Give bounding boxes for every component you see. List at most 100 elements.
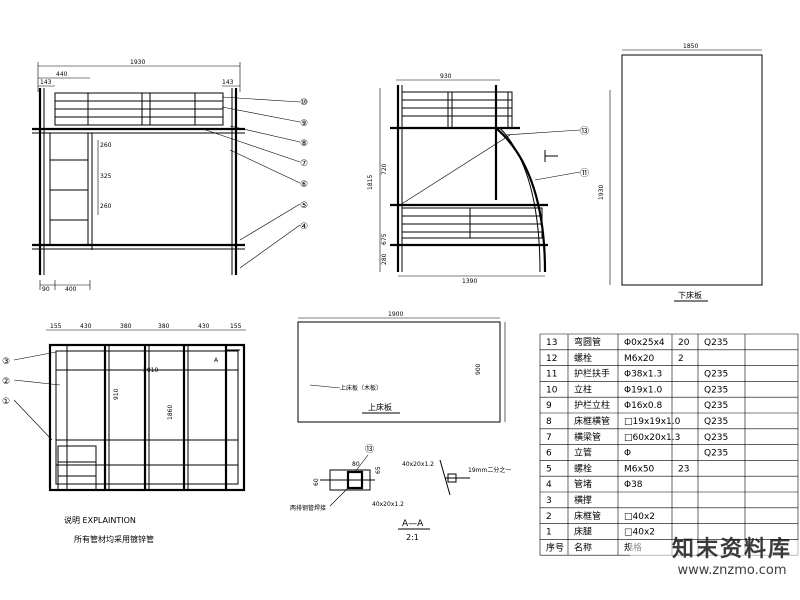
bom-cell: 2 xyxy=(678,354,684,364)
bom-cell: 1 xyxy=(546,528,552,538)
lower-board-view: 1850 1930 下床板 xyxy=(598,43,763,302)
bom-cell: 护栏扶手 xyxy=(574,368,610,380)
lower-board-dim-width: 1850 xyxy=(683,43,698,50)
bom-cell: 床框横管 xyxy=(574,415,610,427)
bom-cell: 管堵 xyxy=(574,478,592,490)
section-dim-65: 65 xyxy=(375,466,382,474)
plan-section-mark: A xyxy=(214,357,219,364)
side-dim-1815: 1815 xyxy=(367,175,374,190)
bom-cell: M6x50 xyxy=(624,464,655,474)
bom-cell: 12 xyxy=(546,354,557,364)
bom-cell: 2 xyxy=(546,512,552,522)
callout-1: ① xyxy=(2,397,10,407)
plan-dim-380-b: 380 xyxy=(158,323,170,330)
bom-cell: Q235 xyxy=(704,417,728,427)
upper-board-dim-length: 900 xyxy=(475,363,482,375)
bom-cell: Q235 xyxy=(704,338,728,348)
bom-cell: 名称 xyxy=(574,541,592,553)
callout-3: ③ xyxy=(2,357,10,367)
plan-dim-430-right: 430 xyxy=(198,323,210,330)
bom-cell: Φ38x1.3 xyxy=(624,370,662,380)
bom-cell: 5 xyxy=(546,464,552,474)
callout-7: ⑦ xyxy=(300,159,308,169)
upper-board-note: 上床板（木板） xyxy=(340,384,382,392)
front-dim-143-right: 143 xyxy=(222,79,234,86)
lower-board-title: 下床板 xyxy=(678,290,702,300)
plan-dim-430-left: 430 xyxy=(80,323,92,330)
section-dim-60: 60 xyxy=(313,478,320,486)
explanation: 说明 EXPLAINTION 所有管材均采用镀锌管 xyxy=(64,515,154,544)
callout-5: ⑤ xyxy=(300,201,308,211)
bom-cell: 23 xyxy=(678,464,689,474)
callout-6: ⑥ xyxy=(300,180,308,190)
bom-cell: 3 xyxy=(546,496,552,506)
bom-cell: 13 xyxy=(546,338,557,348)
bom-cell: 6 xyxy=(546,449,552,459)
bom-cell: 11 xyxy=(546,370,557,380)
ladder-dim-260-top: 260 xyxy=(100,142,112,149)
side-dim-1390: 1390 xyxy=(462,278,477,285)
section-dim-top-tube: 40x20x1.2 xyxy=(402,461,434,468)
bom-cell: 立管 xyxy=(574,447,592,459)
section-dim-80: 80 xyxy=(352,461,360,468)
bom-cell: 床腿 xyxy=(574,526,592,538)
bom-cell: □19x19x1.0 xyxy=(624,417,681,427)
watermark-logo-text: 知末资料库 xyxy=(671,537,792,562)
bom-cell: Q235 xyxy=(704,401,728,411)
section-note-weld: 两排钢管焊接 xyxy=(290,504,326,512)
plan-dim-155-left: 155 xyxy=(50,323,62,330)
bom-cell: 弯圆管 xyxy=(574,336,601,348)
plan-dim-2010: 2010 xyxy=(143,367,158,374)
bom-cell: 床框管 xyxy=(574,510,601,522)
bom-cell: 横梁管 xyxy=(574,431,601,443)
bom-cell: Q235 xyxy=(704,449,728,459)
front-view: 1930 440 143 143 260 325 260 xyxy=(32,59,308,293)
callout-2: ② xyxy=(2,377,10,387)
bom-cell: 20 xyxy=(678,338,690,348)
bom-cell: 护栏立柱 xyxy=(574,399,610,411)
side-dim-930: 930 xyxy=(440,73,452,80)
bom-cell: □40x2 xyxy=(624,512,655,522)
bom-cell: 4 xyxy=(546,480,552,490)
ladder-dim-325: 325 xyxy=(100,173,112,180)
front-dim-440: 440 xyxy=(56,71,68,78)
bom-cell: Φ xyxy=(624,449,631,459)
side-view: 930 1815 720 675 280 xyxy=(367,73,589,285)
upper-board-dim-width: 1900 xyxy=(388,311,403,318)
side-dim-675: 675 xyxy=(381,233,388,245)
bom-cell: 螺栓 xyxy=(574,352,592,364)
plan-dim-1860: 1860 xyxy=(167,405,174,420)
bom-cell: Φ38 xyxy=(624,480,643,490)
watermark-backdrop xyxy=(630,540,800,600)
plan-dim-155-right: 155 xyxy=(230,323,242,330)
side-dim-280: 280 xyxy=(381,253,388,265)
side-dim-720: 720 xyxy=(381,163,388,175)
bom-cell: M6x20 xyxy=(624,354,655,364)
bom-cell: Φ0x25x4 xyxy=(624,338,665,348)
section-callout-13: ⑬ xyxy=(365,444,374,455)
upper-board-title: 上床板 xyxy=(368,402,392,412)
callout-11: ⑪ xyxy=(580,168,589,179)
callout-8: ⑧ xyxy=(300,139,308,149)
plan-dim-910: 910 xyxy=(113,388,120,400)
bom-cell: 螺栓 xyxy=(574,462,592,474)
bom-cell: Φ16x0.8 xyxy=(624,401,662,411)
front-dim-143-left: 143 xyxy=(40,79,52,86)
bom-cell: 7 xyxy=(546,433,552,443)
plan-view: 155 430 380 380 430 155 2010 910 1860 A … xyxy=(2,323,246,492)
callout-9: ⑨ xyxy=(300,119,308,129)
front-dim-90: 90 xyxy=(42,286,50,293)
bom-cell: □40x2 xyxy=(624,528,655,538)
bom-cell: 10 xyxy=(546,385,558,395)
upper-board-view: 1900 900 上床板（木板） 上床板 xyxy=(297,311,506,423)
explanation-heading: 说明 EXPLAINTION xyxy=(64,515,136,525)
bom-cell: 横撑 xyxy=(574,494,592,506)
bom-cell: Φ19x1.0 xyxy=(624,385,662,395)
watermark: 知末资料库 www.znzmo.com xyxy=(672,531,792,578)
section-scale: 2:1 xyxy=(406,533,419,542)
callout-13: ⑬ xyxy=(580,126,589,137)
bom-cell: Q235 xyxy=(704,385,728,395)
bom-cell: □60x20x1.3 xyxy=(624,433,680,443)
